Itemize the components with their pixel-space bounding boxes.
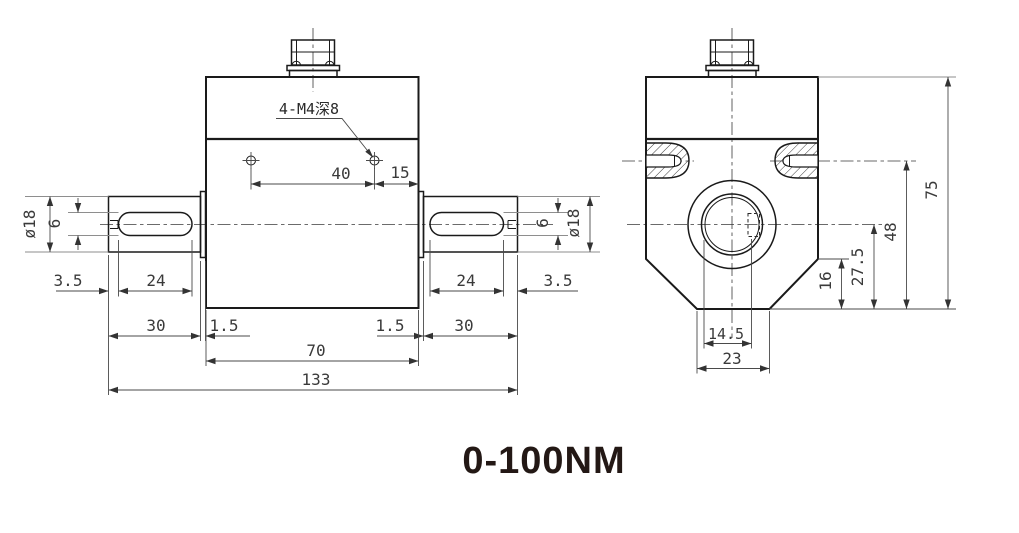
dim-dia18-left: ø18: [20, 210, 39, 239]
dim-24-right: 24: [456, 271, 475, 290]
dim-70: 70: [306, 341, 325, 360]
dim-15: 15: [390, 163, 409, 182]
dim-23: 23: [722, 349, 741, 368]
dim-16: 16: [816, 271, 835, 290]
dim-3-5-right: 3.5: [544, 271, 573, 290]
dim-3-5-left: 3.5: [54, 271, 83, 290]
connector-plug-side: [705, 39, 760, 78]
dim-14-5: 14.5: [708, 325, 744, 343]
page-title: 0-100NM: [462, 440, 625, 482]
dim-heights: 16 27.5 48 75: [816, 76, 956, 309]
leader-arrow: [365, 148, 374, 158]
side-view: 14.5 23 16 27.5 48 75: [622, 28, 956, 374]
m4-holes: [242, 152, 383, 169]
dim-30-right: 30: [454, 316, 473, 335]
dim-48: 48: [881, 222, 900, 241]
bore-keyway-hidden: [747, 213, 760, 237]
dim-133: 133: [302, 370, 331, 389]
dim-hole-spacing: 40 15: [250, 163, 419, 190]
right-keyway-section: [774, 142, 819, 179]
left-keyway-section: [645, 142, 690, 179]
dim-6-right: 6: [533, 218, 552, 228]
right-shaft: [417, 190, 519, 259]
dim-6-left: 6: [45, 219, 64, 229]
dim-27-5: 27.5: [848, 248, 867, 287]
left-shaft: [107, 190, 207, 259]
front-view: 4-M4深8 40 15: [20, 28, 600, 395]
dim-30-left: 30: [146, 316, 165, 335]
dim-75: 75: [922, 180, 941, 199]
side-centerlines: [622, 28, 916, 338]
shaft-bore: [687, 179, 777, 270]
thread-note-label: 4-M4深8: [279, 100, 339, 118]
connector-plug-front: [286, 39, 341, 78]
dim-dia18-right: ø18: [564, 209, 583, 238]
dim-1-5-right: 1.5: [376, 316, 405, 335]
front-centerlines: [100, 28, 553, 225]
dim-bore-keyway: 14.5 23: [696, 239, 770, 374]
thread-note: 4-M4深8: [276, 100, 374, 158]
dim-40: 40: [331, 164, 350, 183]
sensor-body-side: [645, 76, 956, 310]
dim-24-left: 24: [146, 271, 165, 290]
dim-body-width: 70: [205, 310, 419, 366]
dim-1-5-left: 1.5: [210, 316, 239, 335]
dim-row-keyway: 3.5 24 24 3.5: [54, 240, 578, 297]
dim-right-shaft-dia: 6 ø18: [503, 196, 600, 253]
dim-overall-length: 133: [108, 370, 518, 394]
dim-row-shaft: 30 1.5 1.5 30: [108, 255, 518, 395]
dim-left-shaft-dia: ø18 6: [20, 196, 119, 253]
